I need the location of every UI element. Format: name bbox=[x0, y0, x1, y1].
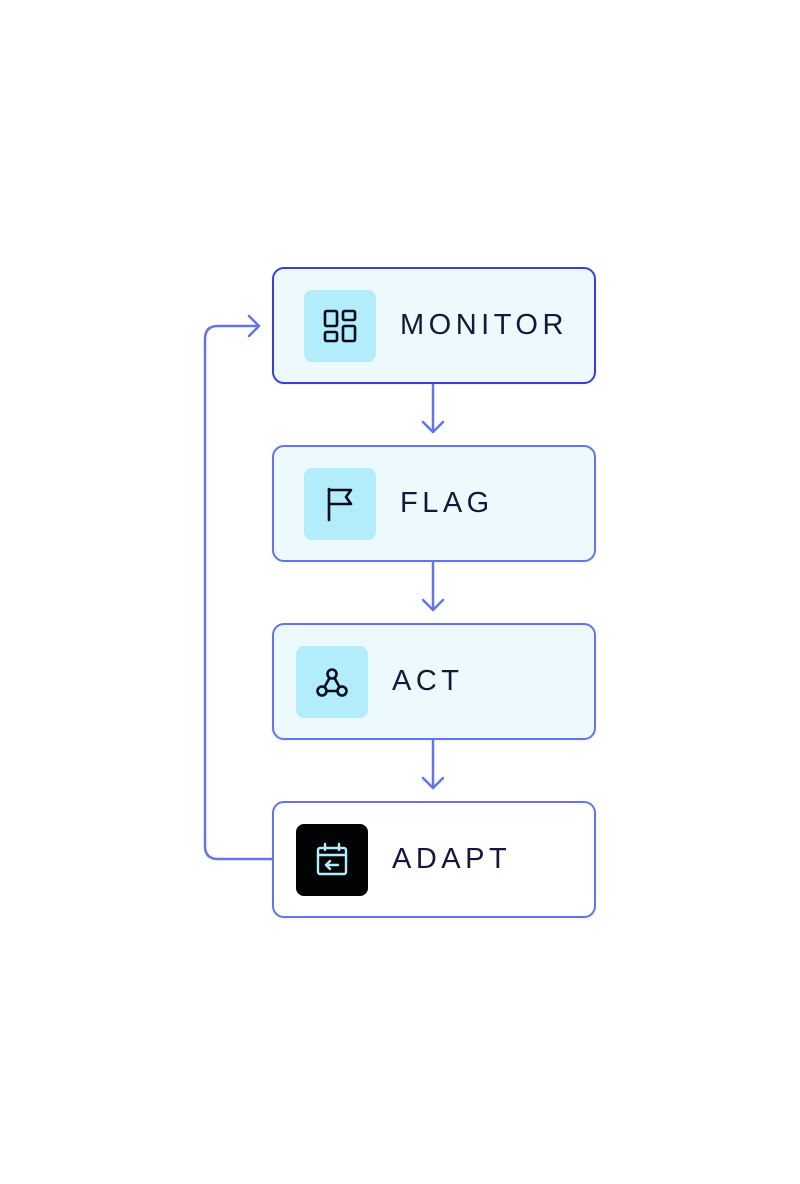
adapt-icon-tile bbox=[296, 824, 368, 896]
act-icon-tile bbox=[296, 646, 368, 718]
arrow-flag-to-act bbox=[421, 561, 445, 612]
step-flag: FLAG bbox=[272, 445, 596, 562]
monitor-icon-tile bbox=[304, 290, 376, 362]
step-act: ACT bbox=[272, 623, 596, 740]
step-monitor: MONITOR bbox=[272, 267, 596, 384]
step-label-monitor: MONITOR bbox=[400, 309, 568, 341]
flag-icon bbox=[327, 487, 353, 522]
step-label-flag: FLAG bbox=[400, 487, 494, 519]
arrow-monitor-to-flag bbox=[421, 383, 445, 434]
step-label-adapt: ADAPT bbox=[392, 843, 512, 875]
calendar-arrow-left-icon bbox=[316, 842, 348, 876]
flag-icon-tile bbox=[304, 468, 376, 540]
step-adapt: ADAPT bbox=[272, 801, 596, 918]
webhook-icon bbox=[316, 668, 348, 697]
step-label-act: ACT bbox=[392, 665, 464, 697]
dashboard-icon bbox=[323, 309, 357, 343]
arrow-act-to-adapt bbox=[421, 739, 445, 790]
loop-arrow-adapt-to-monitor bbox=[203, 314, 274, 861]
